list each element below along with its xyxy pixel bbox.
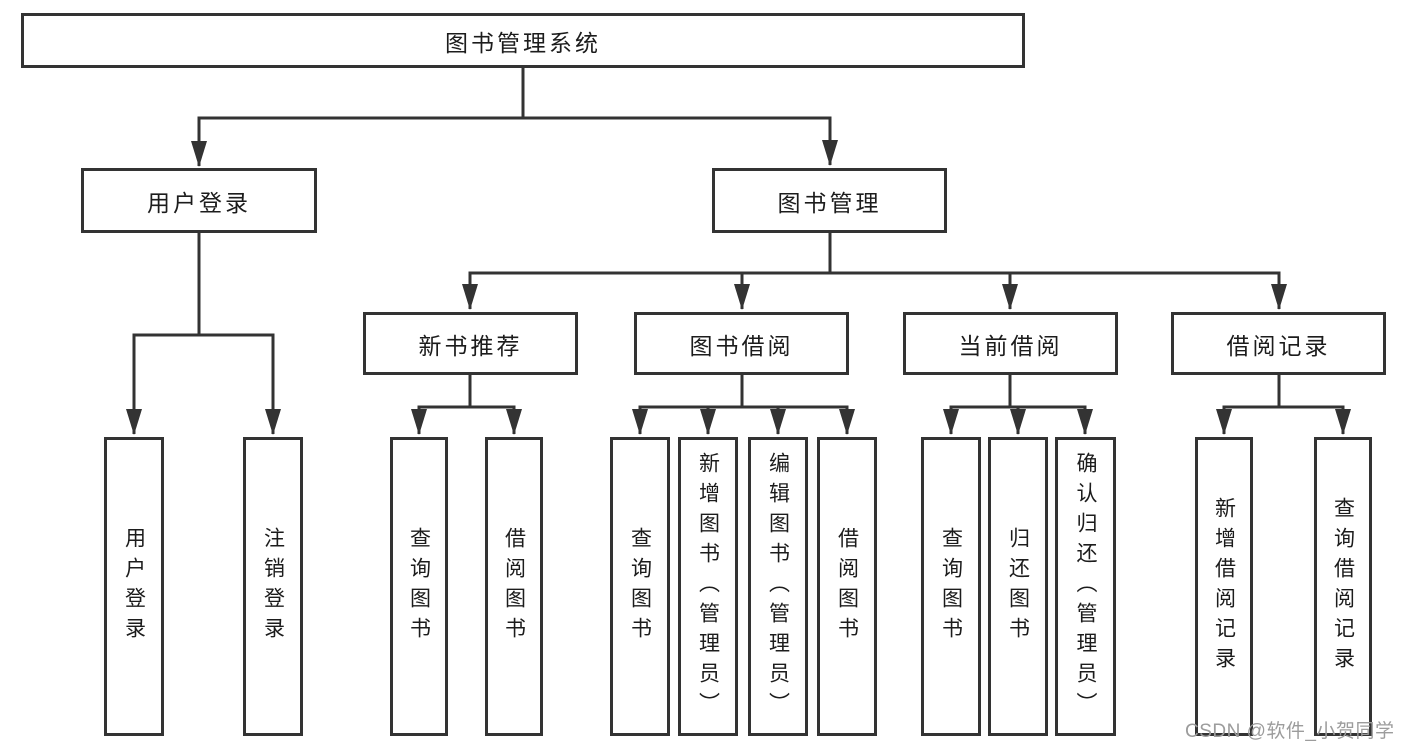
node-add-borrow-record: 新增借阅记录 (1195, 437, 1253, 736)
leaf-label: 借阅图书 (502, 526, 526, 647)
node-borrow-books: 借阅图书 (817, 437, 877, 736)
node-user-login-branch: 用户登录 (81, 168, 317, 233)
leaf-label: 注销登录 (261, 526, 285, 647)
node-current-borrowing: 当前借阅 (903, 312, 1118, 375)
node-user-login-leaf: 用户登录 (104, 437, 164, 736)
node-query-books-recommend: 查询图书 (390, 437, 448, 736)
node-confirm-return-admin: 确认归还（管理员） (1055, 437, 1116, 736)
node-add-book-admin: 新增图书（管理员） (678, 437, 738, 736)
node-book-borrowing: 图书借阅 (634, 312, 849, 375)
leaf-label: 编辑图书（管理员） (766, 451, 790, 722)
node-book-management: 图书管理 (712, 168, 947, 233)
node-query-books-current: 查询图书 (921, 437, 981, 736)
leaf-label: 查询图书 (939, 526, 963, 647)
leaf-label: 查询图书 (628, 526, 652, 647)
leaf-label: 借阅图书 (835, 526, 859, 647)
leaf-label: 确认归还（管理员） (1074, 451, 1097, 722)
node-borrowing-records: 借阅记录 (1171, 312, 1386, 375)
leaf-label: 归还图书 (1006, 526, 1030, 647)
node-return-book: 归还图书 (988, 437, 1048, 736)
node-edit-book-admin: 编辑图书（管理员） (748, 437, 808, 736)
node-query-books-borrowing: 查询图书 (610, 437, 670, 736)
node-query-borrow-record: 查询借阅记录 (1314, 437, 1372, 736)
node-new-book-recommendation: 新书推荐 (363, 312, 578, 375)
leaf-label: 用户登录 (122, 526, 146, 647)
leaf-label: 查询借阅记录 (1331, 496, 1355, 677)
csdn-watermark: CSDN @软件_小贺同学 (1185, 721, 1395, 742)
leaf-label: 新增图书（管理员） (696, 451, 720, 722)
node-borrow-books-recommend: 借阅图书 (485, 437, 543, 736)
leaf-label: 新增借阅记录 (1212, 496, 1236, 677)
node-logout: 注销登录 (243, 437, 303, 736)
node-library-management-system: 图书管理系统 (21, 13, 1025, 68)
leaf-label: 查询图书 (407, 526, 431, 647)
